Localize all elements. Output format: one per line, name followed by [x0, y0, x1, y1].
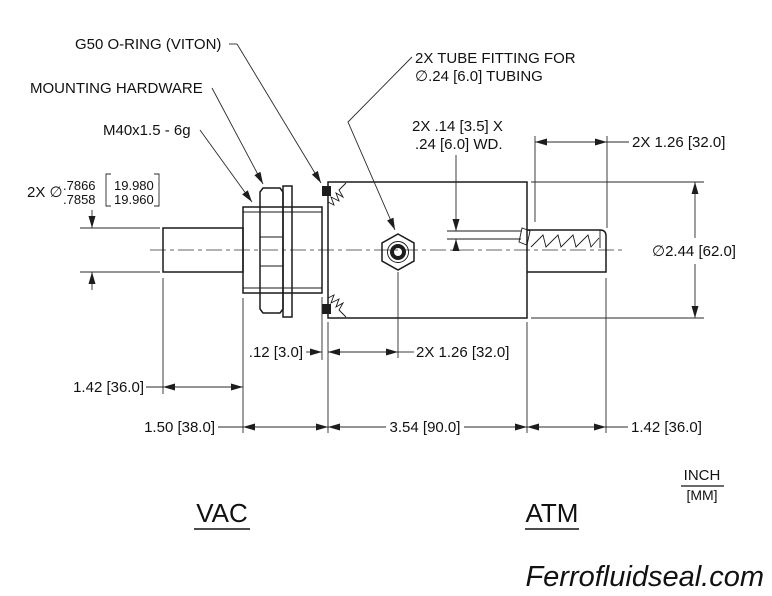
- groove-label-line2: .24 [6.0] WD.: [415, 136, 503, 153]
- units-inch-label: INCH: [684, 467, 721, 484]
- vacuum-side-label: VAC: [196, 498, 248, 528]
- shaft-diameter-inch-lower: .7858: [63, 192, 96, 207]
- dimension-lines: [80, 43, 724, 530]
- shaft-diameter-mm-upper: 19.980: [114, 178, 154, 193]
- tube-fitting-label-line1: 2X TUBE FITTING FOR: [415, 50, 576, 67]
- oring-top: [322, 186, 331, 196]
- port-position-dim: 2X 1.26 [32.0]: [416, 344, 509, 361]
- body-diameter-dim: ∅2.44 [62.0]: [652, 243, 736, 260]
- assembly-outline: [150, 181, 625, 319]
- tube-fitting-leader: [347, 56, 413, 231]
- shaft-diameter-prefix: 2X ∅: [27, 184, 63, 201]
- shaft-diameter-mm-lower: 19.960: [114, 192, 154, 207]
- oring-callout-label: G50 O-RING (VITON): [75, 36, 221, 53]
- thread-leader: [199, 129, 253, 203]
- flange-break-top: [327, 182, 347, 206]
- thread-length-top-dim: 2X 1.26 [32.0]: [632, 134, 725, 151]
- thread-start-flag: [518, 227, 531, 246]
- atmosphere-side-label: ATM: [526, 498, 579, 528]
- groove-label-line1: 2X .14 [3.5] X: [412, 118, 503, 135]
- drawing-text: G50 O-RING (VITON) MOUNTING HARDWARE M40…: [27, 36, 764, 593]
- shaft-diameter-inch-upper: .7866: [63, 178, 96, 193]
- flange-thickness-dim: .12 [3.0]: [249, 344, 303, 361]
- flange-break-bottom: [327, 294, 347, 318]
- body-length-dim: 3.54 [90.0]: [390, 419, 461, 436]
- thread-length-dim: 1.50 [38.0]: [144, 419, 215, 436]
- right-shaft-length-dim: 1.42 [36.0]: [631, 419, 702, 436]
- watermark: Ferrofluidseal.com: [525, 561, 764, 593]
- oring-leader: [236, 43, 322, 184]
- mounting-thread-label: M40x1.5 - 6g: [103, 122, 191, 139]
- housing-body: [327, 181, 528, 319]
- tube-fitting-label-line2: ∅.24 [6.0] TUBING: [415, 68, 543, 85]
- mounting-washer: [282, 185, 293, 318]
- tube-fitting-hex: [381, 233, 415, 271]
- thread-zigzag: [530, 234, 600, 248]
- mounting-leader: [211, 87, 264, 185]
- oring-bottom: [322, 304, 331, 314]
- vacuum-shaft: [162, 227, 244, 273]
- left-shaft-length-dim: 1.42 [36.0]: [73, 379, 144, 396]
- units-mm-label: [MM]: [686, 487, 717, 503]
- mounting-hardware-label: MOUNTING HARDWARE: [30, 80, 203, 97]
- atmosphere-shaft: [527, 229, 607, 273]
